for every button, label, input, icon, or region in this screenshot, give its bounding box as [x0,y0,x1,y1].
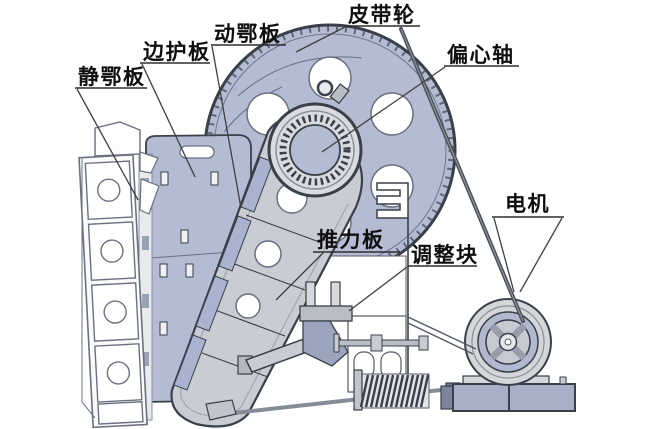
label-adjusting-block: 调整块 [348,243,479,312]
motor-base-block [452,383,510,412]
flywheel-face-line [237,56,363,97]
svg-text:调整块: 调整块 [411,243,479,267]
motor-base-block [508,383,576,412]
svg-text:边护板: 边护板 [143,40,211,64]
rod-bracket [205,399,237,421]
leader-thrust-plate [275,252,324,301]
motor-assembly [440,298,576,412]
label-thrust-plate: 推力板 [275,228,400,301]
label-eccentric-shaft: 偏心轴 [321,43,519,153]
stud-bolt [330,281,341,309]
svg-text:偏心轴: 偏心轴 [447,43,515,67]
svg-text:静鄂板: 静鄂板 [78,65,146,89]
shaft-bore [289,124,341,176]
leader-static-jaw [76,88,139,201]
leader-moving-jaw [211,45,242,209]
label-side-guard-plate: 边护板 [140,40,211,178]
label-moving-jaw-plate: 动鄂板 [211,22,286,209]
clamp-wedge [139,151,159,174]
jaw-panel-ribs [201,214,323,378]
frame-comb-bracket [376,182,409,219]
motor-pulley-wheel [464,298,552,386]
svg-text:皮带轮: 皮带轮 [348,3,416,27]
left-body [78,121,252,429]
bearing-fitting [329,83,350,105]
adjusting-block-part [299,281,353,367]
label-motor: 电机 [492,192,564,293]
side-plate-slot [179,145,215,159]
leader-side-guard [141,63,196,178]
label-belt-pulley: 皮带轮 [295,3,420,53]
tension-spring [353,369,430,411]
belt-lower-run [407,322,474,355]
belt-lower-run [407,316,477,350]
bolt-head [418,335,429,351]
grease-eye-ring [316,79,334,97]
adjusting-bolt [333,333,429,353]
drive-belt [399,27,525,355]
stud-bolt [305,281,316,309]
label-static-jaw-plate: 静鄂板 [75,65,147,201]
svg-text:推力板: 推力板 [317,228,385,252]
svg-text:电机: 电机 [505,192,550,216]
clamp-wedge [139,178,160,215]
side-plate-bolt-slots [159,171,219,336]
bolt-nut [370,334,383,352]
leader-eccentric-shaft [321,66,446,153]
leader-motor-left [493,217,515,293]
leader-belt-pulley [295,26,346,53]
svg-text:动鄂板: 动鄂板 [214,22,282,46]
eccentric-shaft-bearing [267,79,363,198]
leader-motor-right [519,217,563,293]
static-jaw-assembly [78,154,148,429]
annotations: 静鄂板 边护板 动鄂板 皮带轮 偏心轴 电机 [75,3,564,312]
static-jaw-plate-holes [97,178,131,385]
leader-adjusting-block [348,266,408,312]
ball-bearing-ring [279,114,351,186]
frame-left-outline [81,158,96,419]
static-jaw-top-wedge [94,121,141,157]
